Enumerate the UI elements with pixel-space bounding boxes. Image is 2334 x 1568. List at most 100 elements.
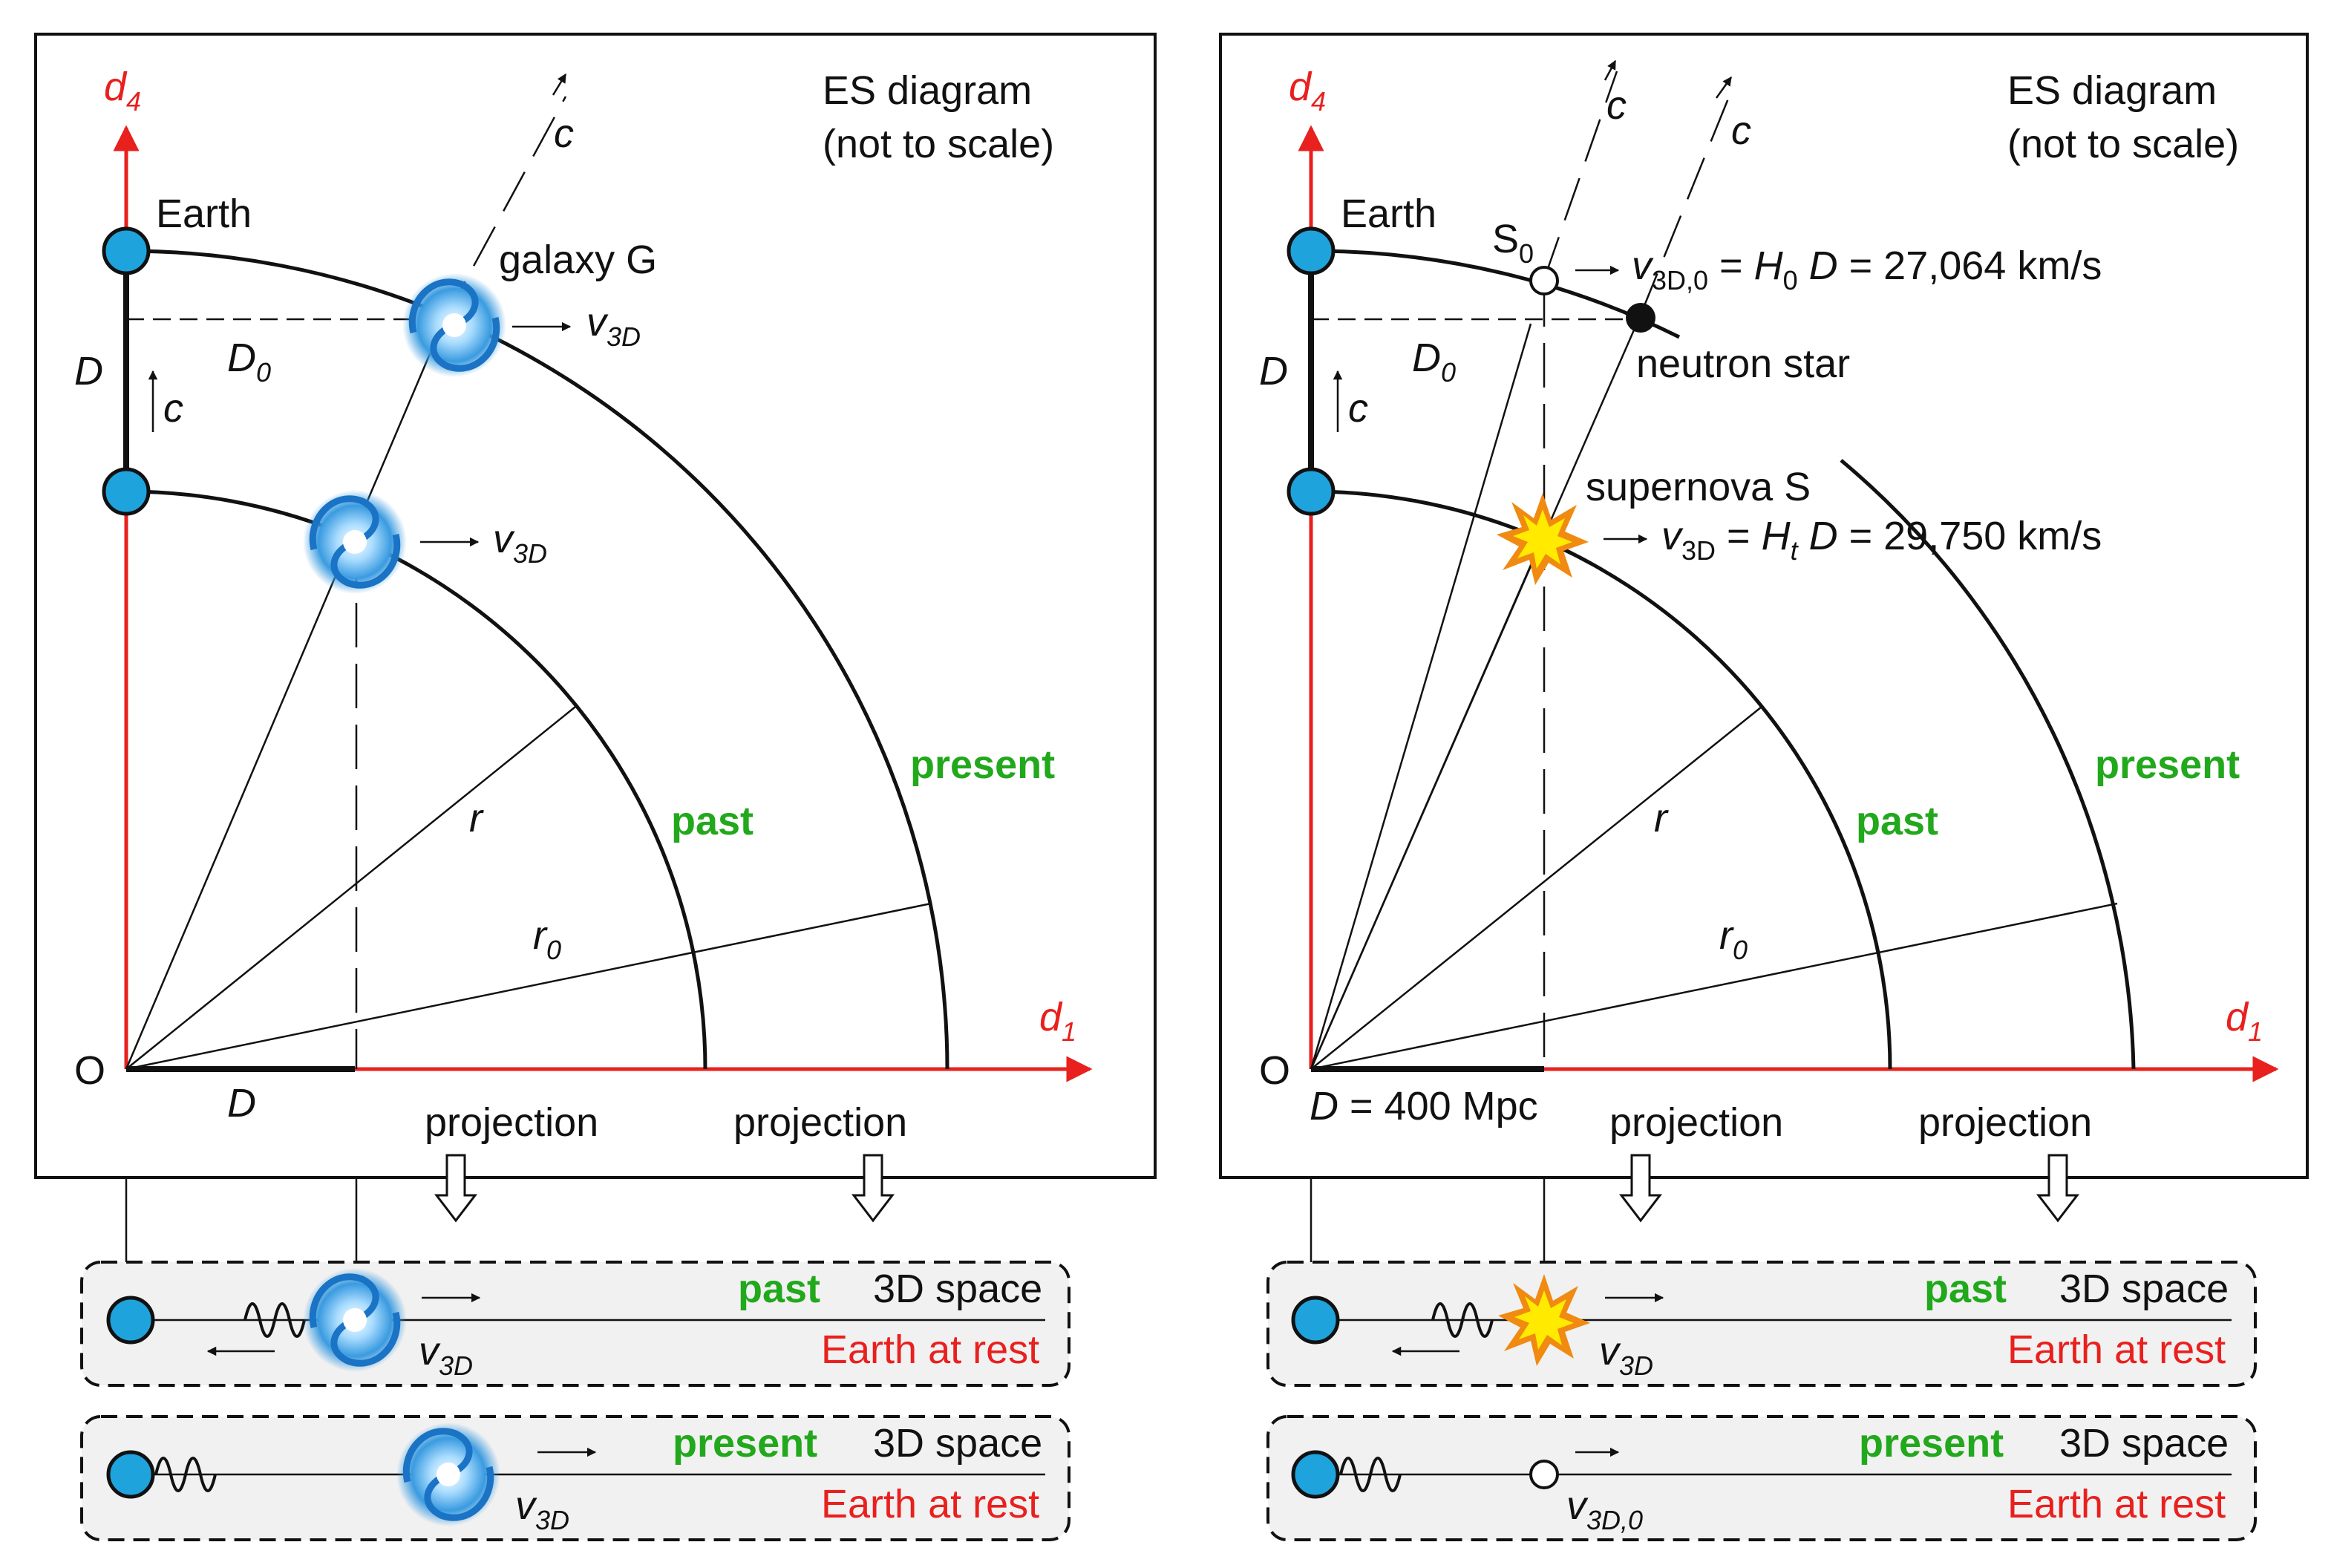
neutron-star-icon: [1626, 303, 1655, 333]
right-r-label: r: [1654, 796, 1669, 840]
right-c-arrow-1: [1604, 59, 1617, 81]
right-v3d0-equation: v3D,0 = H0 D = 27,064 km/s: [1632, 244, 2102, 295]
right-c-dashed-line-2: [1639, 94, 1731, 316]
left-D-label: D: [74, 349, 103, 393]
right-d4-label: d4: [1289, 65, 1326, 117]
right-past-label: past: [1856, 799, 1938, 843]
right-c-label-1: c: [1606, 83, 1627, 128]
left-c-arrow: [552, 73, 567, 96]
left-c-label: c: [554, 111, 574, 156]
earth-icon: [102, 226, 151, 275]
left-past-label: past: [671, 799, 754, 843]
left-strip-past-space: 3D space: [873, 1267, 1042, 1311]
right-title-line2: (not to scale): [2007, 122, 2239, 166]
earth-icon: [1291, 1450, 1340, 1499]
right-supernova-label: supernova S: [1586, 465, 1811, 509]
wave-icon: [1339, 1457, 1402, 1492]
right-D0-label: D0: [1412, 336, 1456, 388]
left-strip-past-v: v3D: [419, 1329, 473, 1381]
right-strip-present-label: present: [1859, 1421, 2004, 1466]
left-D0-label: D0: [227, 336, 271, 388]
left-past-arc: [125, 489, 707, 1070]
left-earth-label: Earth: [156, 192, 252, 236]
left-strip-past-rest: Earth at rest: [821, 1327, 1039, 1372]
right-strip-present-v: v3D,0: [1566, 1483, 1643, 1535]
left-c-up-label: c: [163, 386, 183, 431]
left-strip-present-label: present: [673, 1421, 817, 1466]
right-origin-label: O: [1259, 1048, 1290, 1093]
galaxy-icon: [402, 273, 506, 377]
right-c-arrow-2: [1715, 76, 1733, 99]
left-present-arc: [125, 249, 949, 1070]
left-strip-present-v: v3D: [515, 1483, 569, 1535]
right-s0-label: S0: [1492, 217, 1534, 269]
left-title-line1: ES diagram: [823, 68, 1032, 113]
left-v3d-label-past: v3D: [493, 517, 547, 569]
projection-arrow-icon: [2036, 1154, 2080, 1223]
projection-arrow-icon: [434, 1154, 478, 1223]
right-r-line: [1310, 706, 1762, 1070]
right-strip-present-space: 3D space: [2059, 1421, 2229, 1466]
galaxy-icon: [303, 1268, 407, 1372]
right-past-arc: [1310, 489, 1892, 1070]
wave-icon: [154, 1457, 217, 1492]
left-bottom-D-label: D: [227, 1081, 256, 1126]
right-strip-past-v: v3D: [1599, 1329, 1653, 1381]
left-galaxy-worldline: [125, 320, 445, 1070]
right-neutron-star-label: neutron star: [1636, 342, 1850, 386]
right-c-label-2: c: [1731, 108, 1751, 153]
projection-arrow-icon: [1618, 1154, 1663, 1223]
right-strip-present-rest: Earth at rest: [2007, 1482, 2226, 1526]
left-strip-present-rest: Earth at rest: [821, 1482, 1039, 1526]
wave-icon: [1431, 1302, 1494, 1338]
right-past-strip: [1266, 1261, 2257, 1387]
left-projection-label-1: projection: [425, 1100, 598, 1145]
s0-marker-icon: [1529, 266, 1559, 295]
earth-icon: [102, 467, 151, 516]
right-present-label: present: [2095, 742, 2240, 787]
left-strip-past-label: past: [738, 1267, 820, 1311]
right-projection-label-1: projection: [1609, 1100, 1783, 1145]
galaxy-icon: [303, 490, 407, 594]
left-v3d-label-present: v3D: [586, 300, 641, 352]
right-D-label: D: [1259, 349, 1288, 393]
right-earth-label: Earth: [1341, 192, 1436, 236]
right-r0-label: r0: [1719, 913, 1748, 965]
right-title-line1: ES diagram: [2007, 68, 2217, 113]
right-strip-past-space: 3D space: [2059, 1267, 2229, 1311]
right-r0-line: [1310, 902, 2118, 1071]
left-r0-line: [125, 902, 932, 1071]
right-present-arc-bottom: [1840, 459, 2136, 1070]
right-v3d-equation: v3D = Ht D = 29,750 km/s: [1661, 514, 2102, 566]
right-c-up-label: c: [1348, 386, 1368, 431]
left-present-strip: [80, 1415, 1070, 1541]
earth-icon: [106, 1296, 155, 1345]
s0-marker-icon: [1529, 1460, 1559, 1489]
right-neutron-line-2: [1310, 314, 1642, 1070]
earth-icon: [1287, 226, 1336, 275]
earth-icon: [1291, 1296, 1340, 1345]
left-title-line2: (not to scale): [823, 122, 1054, 166]
right-strip-past-rest: Earth at rest: [2007, 1327, 2226, 1372]
right-panel: ES diagram (not to scale) d4 d1 O c c r …: [1219, 33, 2309, 1541]
left-present-label: present: [910, 742, 1055, 787]
left-frame: [34, 33, 1157, 1179]
earth-icon: [106, 1450, 155, 1499]
left-origin-label: O: [74, 1048, 105, 1093]
left-galaxy-label: galaxy G: [499, 238, 657, 282]
left-r0-label: r0: [533, 913, 561, 965]
left-strip-present-space: 3D space: [873, 1421, 1042, 1466]
right-strip-past-label: past: [1924, 1267, 2007, 1311]
right-c-dashed-line-1: [1543, 71, 1618, 280]
left-projection-label-2: projection: [733, 1100, 907, 1145]
left-d4-label: d4: [104, 65, 141, 117]
wave-icon: [243, 1302, 306, 1338]
right-neutron-line-1: [1310, 323, 1532, 1070]
galaxy-icon: [396, 1422, 500, 1526]
left-r-line: [125, 706, 576, 1070]
earth-icon: [1287, 467, 1336, 516]
right-bottom-D-label: D = 400 Mpc: [1310, 1084, 1538, 1128]
right-projection-label-2: projection: [1918, 1100, 2092, 1145]
left-d1-label: d1: [1039, 995, 1076, 1047]
